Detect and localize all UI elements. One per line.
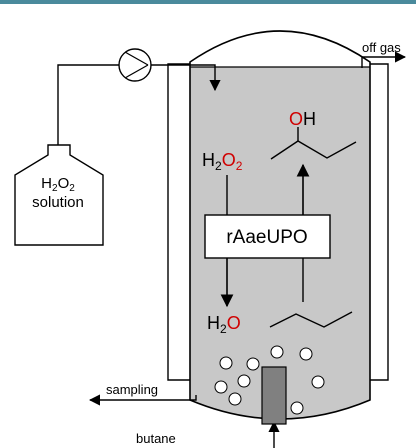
butane-structure	[269, 311, 353, 328]
butane-label: butane	[136, 431, 176, 446]
h2o2-solution-formula: H2O2	[41, 175, 75, 194]
enzyme-label: rAaeUPO	[226, 227, 307, 248]
gas-bubbles	[214, 345, 325, 415]
h2o2-reactant-label: H2O2	[202, 150, 243, 173]
pump-icon	[118, 48, 152, 82]
off-gas-line	[361, 51, 407, 68]
h2o-product-label: H2O	[207, 313, 241, 336]
butanol-oh-label: OH	[289, 109, 316, 129]
sampling-line	[88, 394, 197, 406]
top-accent-bar	[0, 0, 416, 4]
enzyme-box	[204, 214, 331, 259]
reactor-jacket	[167, 63, 389, 381]
butanol-structure	[270, 140, 357, 160]
sampling-label: sampling	[106, 382, 158, 397]
reactor-wall	[189, 30, 371, 420]
off-gas-label: off gas	[362, 40, 401, 55]
feed-line	[57, 64, 221, 145]
solution-label: solution	[32, 194, 84, 211]
bottle-icon	[14, 144, 104, 246]
gas-sparger-icon	[261, 366, 287, 425]
